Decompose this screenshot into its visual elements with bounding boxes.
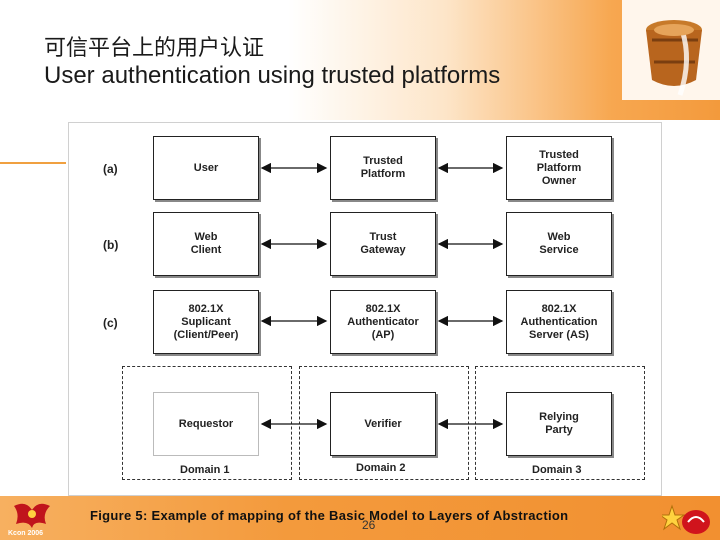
box-trust-gateway: Trust Gateway — [330, 212, 436, 276]
box-verifier: Verifier — [330, 392, 436, 456]
box-user: User — [153, 136, 259, 200]
box-relying-party: Relying Party — [506, 392, 612, 456]
footer-bar — [0, 496, 720, 540]
box-web-service: Web Service — [506, 212, 612, 276]
header-gradient — [0, 0, 720, 120]
star-logo-icon — [662, 504, 710, 534]
row-label-c: (c) — [103, 316, 118, 330]
kcon-logo-icon — [14, 503, 50, 528]
box-8021x-authentication-server: 802.1X Authentication Server (AS) — [506, 290, 612, 354]
domain-2-label: Domain 2 — [356, 462, 406, 474]
header-accent-line — [0, 162, 66, 164]
page-number: 26 — [362, 518, 376, 532]
slide-title-english: User authentication using trusted platfo… — [44, 62, 501, 89]
slide-title-chinese: 可信平台上的用户认证 — [44, 36, 265, 61]
bucket-logo-icon — [622, 0, 720, 100]
box-8021x-authenticator: 802.1X Authenticator (AP) — [330, 290, 436, 354]
row-label-a: (a) — [103, 162, 118, 176]
domain-3-label: Domain 3 — [532, 464, 582, 476]
figure-caption: Figure 5: Example of mapping of the Basi… — [90, 508, 569, 523]
box-trusted-platform: Trusted Platform — [330, 136, 436, 200]
row-label-b: (b) — [103, 238, 119, 252]
box-web-client: Web Client — [153, 212, 259, 276]
box-trusted-platform-owner: Trusted Platform Owner — [506, 136, 612, 200]
box-requestor: Requestor — [153, 392, 259, 456]
domain-1-label: Domain 1 — [180, 464, 230, 476]
kcon-logo-text: Kcon 2006 — [8, 530, 44, 537]
box-8021x-supplicant: 802.1X Suplicant (Client/Peer) — [153, 290, 259, 354]
